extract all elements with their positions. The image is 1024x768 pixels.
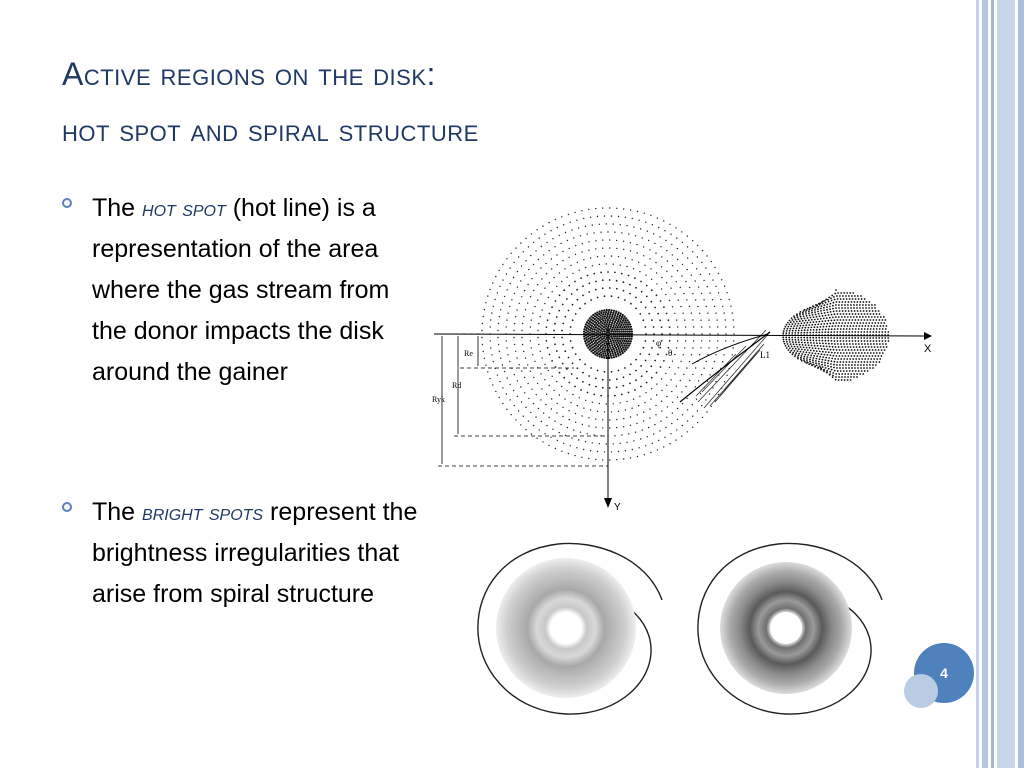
x-axis-line (433, 333, 925, 337)
page-number-decor-circle (904, 674, 938, 708)
bullet-text: The bright spots represent the brightnes… (92, 492, 422, 615)
accretion-disk-diagram: X Y Re Rd Ryk L1 φ θ (432, 207, 932, 513)
slide-title: Active regions on the disk: (62, 56, 436, 92)
rd-label: Rd (452, 381, 461, 390)
bullet-highlight: bright spots (142, 499, 264, 525)
gas-stream-hatching (679, 329, 771, 409)
dimension-arrows (441, 336, 479, 464)
donor-star (782, 289, 890, 381)
bullet-text: The hot spot (hot line) is a representat… (92, 188, 422, 393)
disk-image-right (697, 542, 883, 715)
theta-label: θ (668, 348, 672, 358)
phi-label: φ (656, 338, 661, 348)
side-decor-bar (991, 0, 994, 768)
side-decor-bar (1018, 0, 1024, 768)
side-decor-bar (982, 0, 988, 768)
disk-image-left (477, 542, 663, 715)
re-label: Re (464, 349, 473, 358)
bullet-prefix: The (92, 498, 143, 526)
spiral-structure-images (477, 542, 883, 715)
y-axis-label: Y (614, 502, 621, 513)
bullet-prefix: The (92, 194, 143, 222)
page-number: 4 (940, 665, 948, 681)
l1-label: L1 (760, 350, 770, 360)
bullet-circle-icon (62, 198, 72, 208)
dimension-lines (434, 333, 608, 467)
side-decor-bar (976, 0, 979, 768)
bullet-circle-icon (62, 502, 72, 512)
disk-dotted-rings (481, 207, 735, 461)
bullet-body: represent the brightness irregularities … (92, 498, 418, 608)
bullet-body: (hot line) is a representation of the ar… (92, 194, 390, 386)
y-axis-arrow (604, 498, 612, 508)
side-decor-bar (997, 0, 1015, 768)
x-axis-arrow (924, 332, 932, 340)
bullet-highlight: hot spot (142, 195, 226, 221)
gainer-star (582, 308, 634, 360)
ryk-label: Ryk (432, 395, 445, 404)
slide-subtitle: hot spot and spiral structure (62, 112, 479, 148)
x-axis-label: X (924, 343, 932, 355)
